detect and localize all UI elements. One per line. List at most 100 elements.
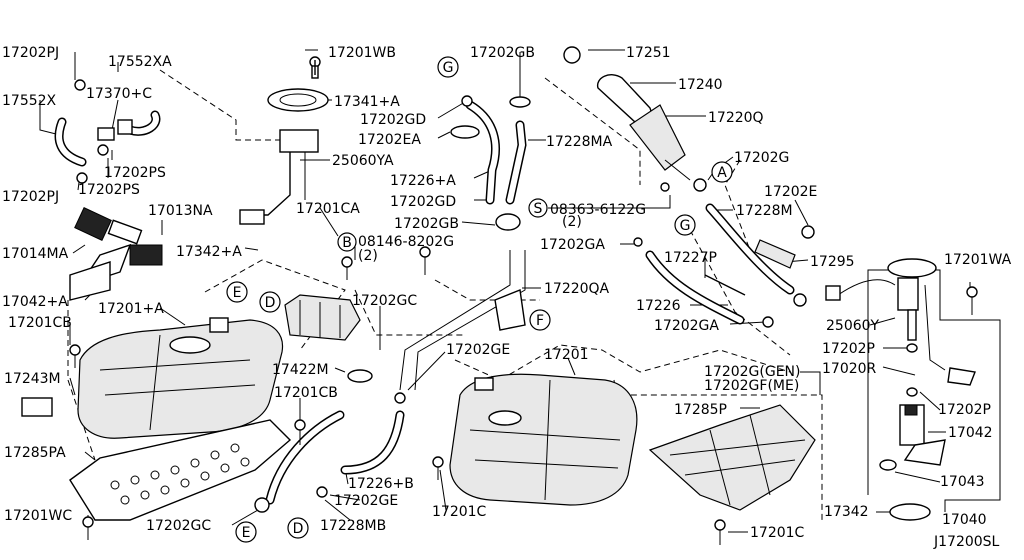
callout-letter: D [265, 295, 276, 311]
callout-letter: D [293, 521, 304, 537]
callout-b: B [337, 232, 357, 252]
part-label: 17043 [940, 474, 985, 490]
part-label: 17013NA [148, 203, 213, 219]
part-label: 17552XA [108, 54, 172, 70]
callout-g-top: G [437, 56, 459, 78]
part-label: 17202P [822, 341, 875, 357]
part-label: 17202P [938, 402, 991, 418]
breather-hose-right [645, 203, 815, 328]
part-label: (2) [358, 248, 378, 264]
part-label: 17243M [4, 371, 61, 387]
part-label: 17201CB [274, 385, 338, 401]
part-label: 17251 [626, 45, 671, 61]
part-label: 17228M [736, 203, 793, 219]
part-label: 17202EA [358, 132, 421, 148]
part-label: 17201CB [8, 315, 72, 331]
part-label: 17422M [272, 362, 329, 378]
callout-letter: B [342, 235, 352, 251]
filler-hoses-center [450, 95, 531, 231]
bracket-17422m [284, 294, 361, 341]
part-label: 25060Y [826, 318, 880, 334]
part-label: 17220QA [544, 281, 610, 297]
part-label: 17342+A [176, 244, 242, 260]
lower-hoses-left [254, 369, 405, 513]
part-label: 17295 [810, 254, 855, 270]
fuel-gauge-sender-unit-upper [239, 56, 329, 225]
part-label: 17202GF(ME) [704, 378, 799, 394]
part-label: 17202G(GEN) [704, 364, 800, 380]
part-label: 17014MA [2, 246, 69, 262]
part-label: 17202GC [146, 518, 211, 534]
callout-letter: F [536, 313, 544, 329]
part-label: 08146-8202G [358, 234, 454, 250]
fuel-tank-left [21, 317, 284, 439]
part-label: 17226+A [390, 173, 456, 189]
part-label: 17285PA [4, 445, 66, 461]
part-label: 17552X [2, 93, 57, 109]
part-label: 17202GB [394, 216, 459, 232]
callout-d-upper: D [259, 291, 281, 313]
callout-g-mid: G [674, 214, 696, 236]
callout-e-lower: E [235, 521, 257, 543]
part-label: 17202PS [104, 165, 166, 181]
part-label: 17285P [674, 402, 727, 418]
part-label: 25060YA [332, 153, 394, 169]
part-label: 17226 [636, 298, 681, 314]
part-label: 17020R [822, 361, 877, 377]
callout-d-lower: D [287, 517, 309, 539]
bolts [69, 60, 978, 545]
part-label: 17202GE [446, 342, 510, 358]
callout-letter: G [680, 218, 691, 234]
part-label: 17201WB [328, 45, 396, 61]
filler-tube-17220qa [394, 250, 526, 404]
part-label: 17042+A [2, 294, 68, 310]
part-label: 17228MB [320, 518, 386, 534]
part-label: 17228MA [546, 134, 613, 150]
fuel-tank-main [449, 373, 638, 506]
vent-hose-assembly [54, 79, 161, 184]
part-label: 17342 [824, 504, 869, 520]
part-label: 17042 [948, 425, 993, 441]
part-labels: 17202PJ 17552XA 17201WB 17202GB 17251 17… [2, 45, 1012, 541]
part-label: 17202GB [470, 45, 535, 61]
callout-letter: E [233, 285, 242, 301]
part-label: 17202G [734, 150, 789, 166]
part-label: 17202GC [352, 293, 417, 309]
fuel-pump-module-right [825, 258, 976, 521]
skid-plate-left-holes [110, 443, 250, 505]
callout-letter: E [242, 525, 251, 541]
part-label: 17220Q [708, 110, 764, 126]
part-label: 17201C [750, 525, 805, 541]
part-label: 17201+A [98, 301, 164, 317]
part-label: 17341+A [334, 94, 400, 110]
part-label: 17370+C [86, 86, 152, 102]
part-label: 17202GA [540, 237, 605, 253]
part-label: 17202PJ [2, 189, 59, 205]
filler-neck-assembly [563, 46, 707, 192]
callout-letter: G [443, 60, 454, 76]
callout-e-upper: E [226, 281, 248, 303]
skid-plate-left [69, 419, 292, 521]
part-label: 17202GE [334, 493, 398, 509]
fuel-pump-module-left [69, 207, 163, 301]
part-label: 17226+B [348, 476, 414, 492]
callout-s: S [528, 198, 548, 218]
part-label: 17201C [432, 504, 487, 520]
part-label: 17202GD [360, 112, 426, 128]
callout-a: A [711, 161, 733, 183]
part-label: 17227P [664, 250, 717, 266]
callout-letter: S [534, 201, 543, 217]
part-label: 17201CA [296, 201, 360, 217]
part-label: 17201WA [944, 252, 1012, 268]
part-label: 17202E [764, 184, 817, 200]
part-label: 17202PJ [2, 45, 59, 61]
part-label: 17201 [544, 347, 589, 363]
part-label: 17202PS [78, 182, 140, 198]
diagram-id: J17200SL [933, 534, 1000, 550]
callout-letter: A [717, 165, 727, 181]
part-label: 17201WC [4, 508, 72, 524]
skid-plate-right [648, 404, 816, 511]
part-label: 17240 [678, 77, 723, 93]
part-label: 17040 [942, 512, 987, 528]
